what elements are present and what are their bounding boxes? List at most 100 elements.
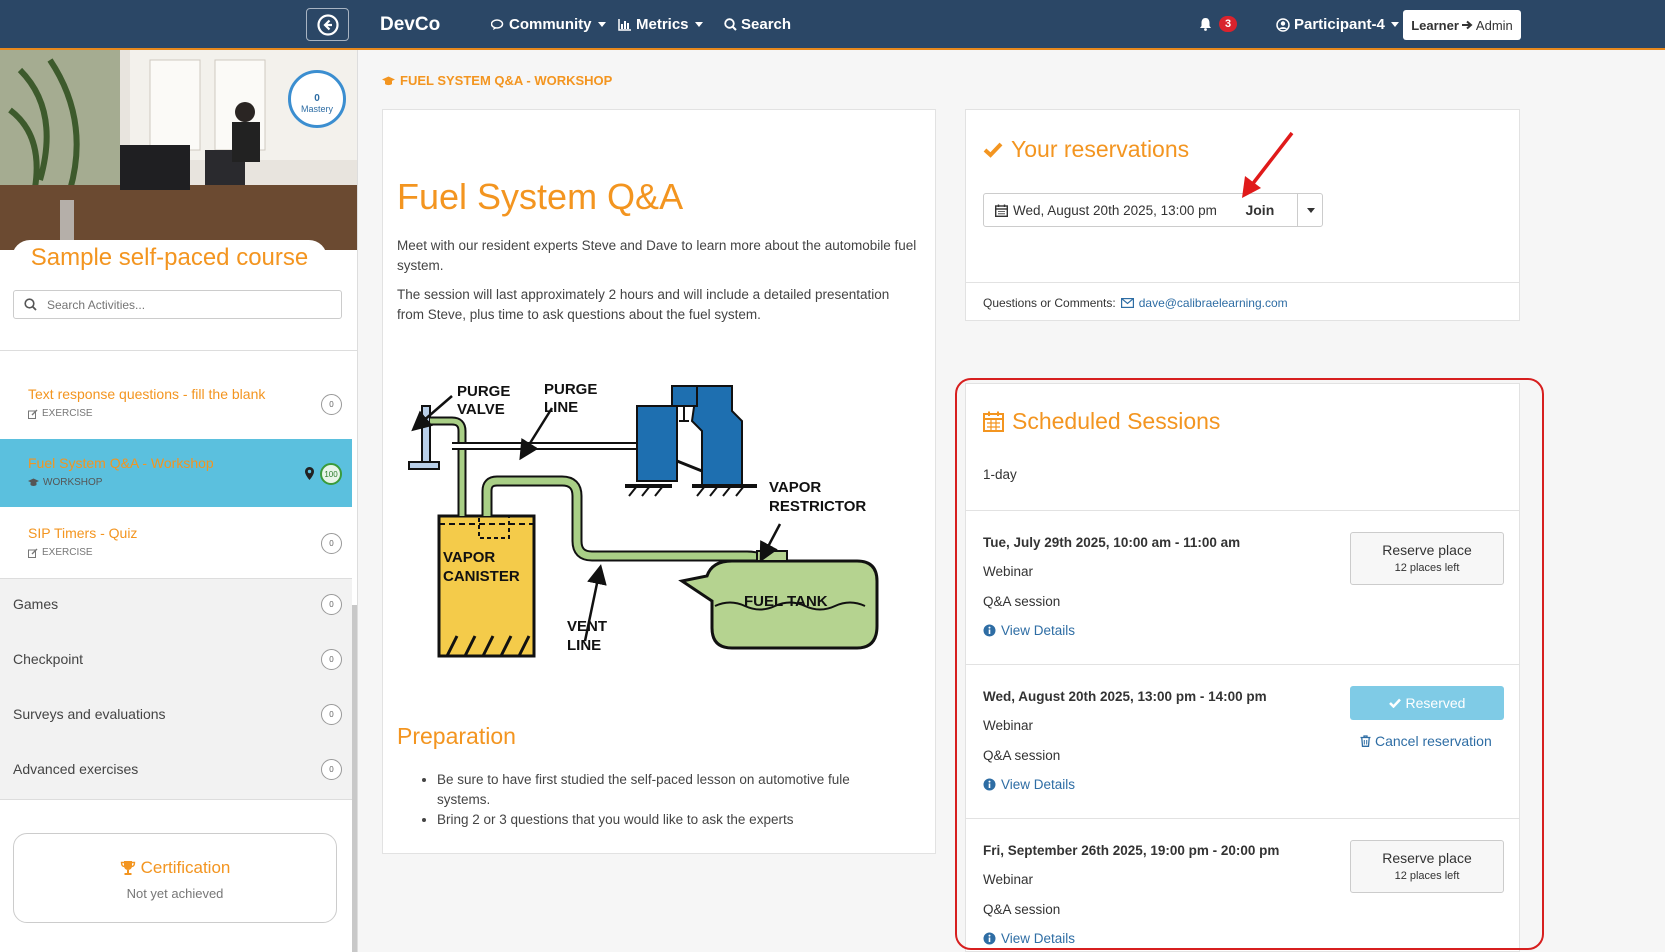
calendar-icon — [983, 411, 1004, 432]
course-sidebar: 0 Mastery Sample self-paced course Text … — [0, 50, 358, 952]
page-title: Fuel System Q&A — [397, 176, 684, 217]
preparation-heading: Preparation — [397, 723, 516, 749]
activity-score: 100 — [320, 463, 342, 485]
user-name: Participant-4 — [1294, 16, 1385, 33]
contact-footer: Questions or Comments: dave@calibraelear… — [983, 296, 1288, 310]
cancel-reservation-link[interactable]: Cancel reservation — [1360, 733, 1492, 749]
session-info-text: The session will last approximately 2 ho… — [397, 287, 890, 322]
activity-search-input[interactable] — [47, 297, 327, 312]
category-surveys[interactable]: Surveys and evaluations 0 — [0, 689, 352, 741]
reserve-place-button[interactable]: Reserve place 12 places left — [1350, 532, 1504, 585]
places-left: 12 places left — [1394, 562, 1460, 574]
places-left: 12 places left — [1394, 870, 1460, 882]
list-item: Bring 2 or 3 questions that you would li… — [437, 810, 897, 830]
label-vapor-restrictor-1: VAPOR — [769, 479, 821, 496]
activity-content: Fuel System Q&A Meet with our resident e… — [382, 109, 936, 854]
view-details-label: View Details — [1001, 777, 1076, 792]
sidebar-scrollbar[interactable] — [352, 605, 357, 952]
contact-email-link[interactable]: dave@calibraelearning.com — [1138, 296, 1288, 310]
session-row: Fri, September 26th 2025, 19:00 pm - 20:… — [966, 818, 1519, 951]
notification-badge: 3 — [1219, 16, 1238, 32]
activity-type-label: WORKSHOP — [43, 477, 103, 488]
reservations-title: Your reservations — [1011, 136, 1190, 162]
nav-community[interactable]: Community — [491, 16, 606, 33]
session-kind: Q&A session — [983, 902, 1061, 917]
activity-title: Text response questions - fill the blank — [28, 386, 266, 402]
activity-search[interactable] — [13, 290, 342, 319]
reserve-place-label: Reserve place — [1382, 542, 1472, 558]
category-score: 0 — [321, 704, 342, 725]
certification-card: Certification Not yet achieved — [13, 833, 337, 923]
view-details-link[interactable]: View Details — [983, 931, 1075, 946]
trash-icon — [1360, 735, 1371, 747]
label-purge-valve-1: PURGE — [457, 383, 510, 400]
activity-type: EXERCISE — [28, 547, 352, 558]
session-row: Wed, August 20th 2025, 13:00 pm - 14:00 … — [966, 664, 1519, 818]
category-label: Checkpoint — [13, 651, 84, 667]
top-navbar: DevCo Community Metrics Search 3 Partici… — [0, 0, 1665, 50]
back-button[interactable] — [306, 8, 349, 41]
edit-icon — [28, 548, 38, 558]
reserve-place-button[interactable]: Reserve place 12 places left — [1350, 840, 1504, 893]
join-button[interactable]: Join — [1245, 202, 1275, 218]
sidebar-divider — [0, 350, 357, 351]
reserve-place-label: Reserve place — [1382, 850, 1472, 866]
intro-text: Meet with our resident experts Steve and… — [397, 238, 917, 273]
bar-chart-icon — [618, 18, 631, 31]
sessions-heading: Scheduled Sessions — [983, 408, 1220, 435]
switch-admin-label: Admin — [1475, 17, 1513, 33]
reserved-button[interactable]: Reserved — [1350, 686, 1504, 720]
session-row: Tue, July 29th 2025, 10:00 am - 11:00 am… — [966, 510, 1519, 664]
reservation-join-group: Wed, August 20th 2025, 13:00 pm Join — [983, 193, 1323, 227]
sessions-duration: 1-day — [983, 467, 1017, 482]
session-format: Webinar — [983, 564, 1034, 579]
session-datetime: Wed, August 20th 2025, 13:00 pm - 14:00 … — [983, 689, 1267, 704]
session-format: Webinar — [983, 718, 1034, 733]
reservations-card: Your reservations Wed, August 20th 2025,… — [965, 109, 1520, 321]
label-purge-line-2: LINE — [544, 399, 578, 416]
brand-logo[interactable]: DevCo — [380, 14, 441, 35]
activity-item-fuel-system[interactable]: Fuel System Q&A - Workshop WORKSHOP 100 — [0, 439, 352, 507]
nav-search[interactable]: Search — [724, 16, 791, 33]
label-vent-line-1: VENT — [567, 618, 607, 635]
category-checkpoint[interactable]: Checkpoint 0 — [0, 634, 352, 686]
session-datetime: Fri, September 26th 2025, 19:00 pm - 20:… — [983, 843, 1280, 858]
certification-heading: Certification — [14, 858, 336, 878]
list-item: Be sure to have first studied the self-p… — [437, 770, 897, 810]
join-dropdown-toggle[interactable] — [1297, 193, 1322, 227]
session-format: Webinar — [983, 872, 1034, 887]
activity-item-text-response[interactable]: Text response questions - fill the blank… — [0, 370, 352, 438]
breadcrumb: FUEL SYSTEM Q&A - WORKSHOP — [382, 73, 612, 88]
category-score: 0 — [321, 594, 342, 615]
comments-icon — [491, 18, 504, 30]
category-label: Games — [13, 596, 59, 612]
session-kind: Q&A session — [983, 594, 1061, 609]
calendar-icon — [995, 204, 1008, 217]
scheduled-sessions-card: Scheduled Sessions 1-day Tue, July 29th … — [965, 383, 1520, 952]
nav-search-label: Search — [741, 16, 792, 33]
nav-metrics[interactable]: Metrics — [618, 16, 703, 33]
graduation-cap-icon — [28, 478, 39, 486]
reservation-date-label: Wed, August 20th 2025, 13:00 pm — [1013, 202, 1217, 218]
divider — [966, 282, 1519, 283]
info-circle-icon — [983, 778, 996, 791]
map-marker-icon — [305, 467, 314, 480]
user-menu[interactable]: Participant-4 — [1276, 16, 1399, 33]
certification-title: Certification — [140, 858, 231, 877]
check-icon — [983, 142, 1003, 158]
activity-title: SIP Timers - Quiz — [28, 525, 138, 541]
view-details-link[interactable]: View Details — [983, 623, 1075, 638]
nav-metrics-label: Metrics — [636, 16, 689, 33]
category-advanced[interactable]: Advanced exercises 0 — [0, 744, 352, 796]
category-games[interactable]: Games 0 — [0, 579, 352, 631]
category-score: 0 — [321, 649, 342, 670]
view-details-link[interactable]: View Details — [983, 777, 1075, 792]
notifications-button[interactable]: 3 — [1199, 16, 1238, 32]
circle-arrow-left-icon — [316, 13, 339, 36]
session-kind: Q&A session — [983, 748, 1061, 763]
activity-item-sip-timers[interactable]: SIP Timers - Quiz EXERCISE 0 — [0, 509, 352, 577]
session-datetime: Tue, July 29th 2025, 10:00 am - 11:00 am — [983, 535, 1241, 550]
activity-score: 0 — [321, 394, 342, 415]
activity-title: Fuel System Q&A - Workshop — [28, 455, 214, 471]
learner-admin-switch[interactable]: Learner Admin — [1403, 10, 1521, 40]
